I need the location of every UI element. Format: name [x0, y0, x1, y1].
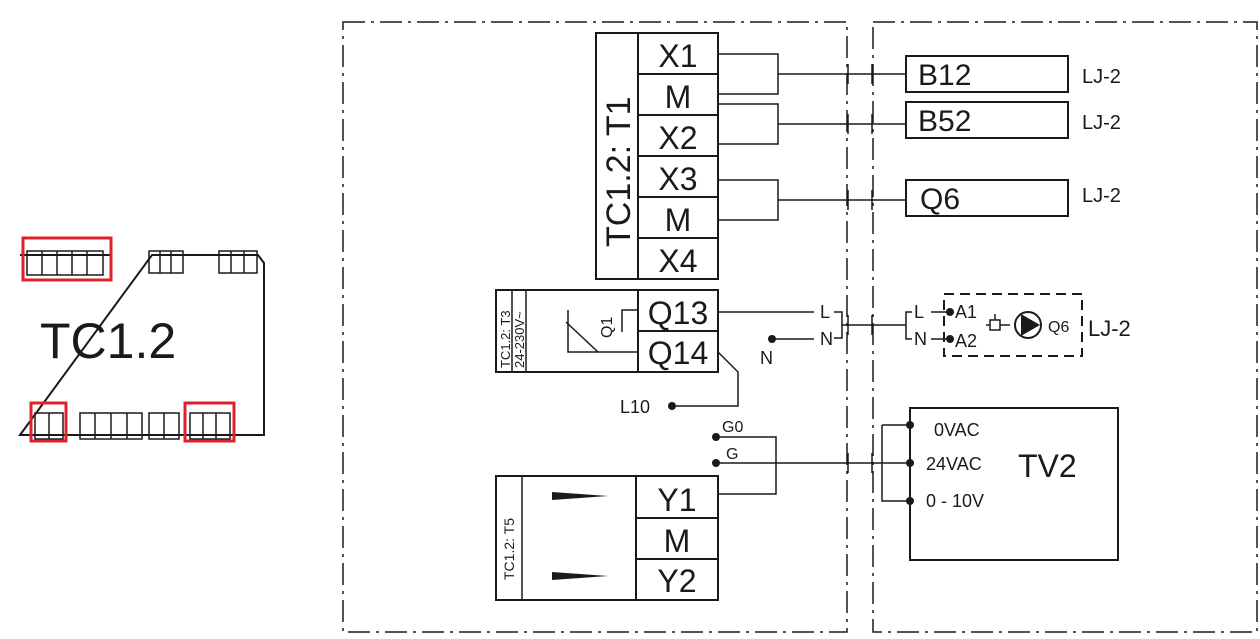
- valve-terminal-signal: 0 - 10V: [926, 491, 984, 511]
- t1-label: TC1.2: T1: [600, 96, 638, 247]
- pump-icon: [1014, 311, 1042, 339]
- pump-ref: LJ-2: [1088, 316, 1131, 341]
- module-title: TC1.2: [40, 313, 176, 369]
- valve-terminal-0vac: 0VAC: [934, 420, 980, 440]
- t3-terminal-q13: Q13: [648, 295, 708, 331]
- t3-terminal-q14: Q14: [648, 335, 708, 371]
- t1-terminal-x2: X2: [658, 120, 697, 156]
- wire-n-label-2: N: [760, 348, 773, 368]
- sensor-b52-ref: LJ-2: [1082, 112, 1121, 134]
- sensor-b12: B12 LJ-2: [905, 55, 1121, 93]
- t3-voltage: 24-230V~: [512, 311, 527, 368]
- module-overview: TC1.2: [18, 236, 265, 443]
- device-q6-label: Q6: [920, 183, 960, 216]
- t1-terminal-x1: X1: [658, 38, 697, 74]
- connector-bottom-small: [148, 412, 180, 440]
- t5-terminal-y2: Y2: [657, 563, 696, 599]
- t1-terminal-x4: X4: [658, 243, 697, 279]
- terminal-block-t5: TC1.2: T5 Y1 M Y2: [495, 475, 719, 601]
- valve-tv2: 0VAC 24VAC 0 - 10V TV2: [847, 407, 1119, 561]
- output-arrow-icon: [552, 572, 608, 580]
- relay-label: Q1: [599, 317, 616, 338]
- cabinet-frame: [342, 21, 848, 633]
- t5-label: TC1.2: T5: [501, 518, 517, 580]
- connector-bottom-right: [189, 412, 231, 440]
- output-arrow-icon: [552, 492, 608, 500]
- t1-terminal-m1: M: [665, 79, 692, 115]
- connector-bottom-left: [34, 412, 64, 440]
- wire-l-label: L: [820, 302, 830, 322]
- highlight-t3: [29, 401, 68, 443]
- connector-top-right: [218, 250, 258, 274]
- wire-l10-label: L10: [620, 397, 650, 417]
- pump-name: Q6: [1048, 319, 1069, 336]
- wire-g-label: G: [726, 446, 738, 463]
- pump-a1-label: A1: [955, 302, 977, 322]
- highlight-t1: [21, 236, 113, 282]
- sensor-b12-ref: LJ-2: [1082, 66, 1121, 88]
- relay-contact-symbol: Q1: [565, 309, 638, 353]
- valve-name: TV2: [1018, 448, 1077, 484]
- t5-terminal-y1: Y1: [657, 482, 696, 518]
- highlight-t5: [183, 401, 236, 443]
- terminal-block-t3: TC1.2: T3 24-230V~ Q1 Q13 Q14: [495, 289, 719, 373]
- pump-enclosure: [943, 293, 1083, 357]
- valve-terminal-24vac: 24VAC: [926, 454, 982, 474]
- pump-n-label: N: [914, 329, 927, 349]
- sensor-b52: B52 LJ-2: [905, 101, 1121, 139]
- t1-wiring: [718, 53, 906, 221]
- field-frame: [872, 21, 1258, 633]
- pump-q6: L N A1 A2 Q6 LJ-2: [905, 293, 1131, 357]
- device-q6-ref: LJ-2: [1082, 185, 1121, 207]
- wire-g0-label: G0: [722, 419, 743, 436]
- pump-a2-label: A2: [955, 331, 977, 351]
- connector-top-left: [26, 250, 104, 276]
- device-q6: Q6 LJ-2: [905, 179, 1121, 217]
- t5-terminal-m: M: [664, 523, 691, 559]
- t1-terminal-x3: X3: [658, 161, 697, 197]
- module-outline: [18, 254, 265, 436]
- connector-bottom-middle: [79, 412, 143, 440]
- contactor-coil-icon: [986, 314, 1010, 331]
- t1-terminal-m2: M: [665, 202, 692, 238]
- wire-n-label: N: [820, 329, 833, 349]
- sensor-b12-label: B12: [918, 59, 971, 92]
- terminal-block-t1: TC1.2: T1 X1 M X2 X3 M X4: [595, 32, 719, 280]
- t3-wiring: L N N L10: [620, 302, 906, 417]
- g-supply: G0 G: [712, 419, 908, 495]
- pump-l-label: L: [914, 302, 924, 322]
- connector-top-middle: [148, 250, 184, 274]
- sensor-b52-label: B52: [918, 105, 971, 138]
- t3-label: TC1.2: T3: [498, 310, 513, 368]
